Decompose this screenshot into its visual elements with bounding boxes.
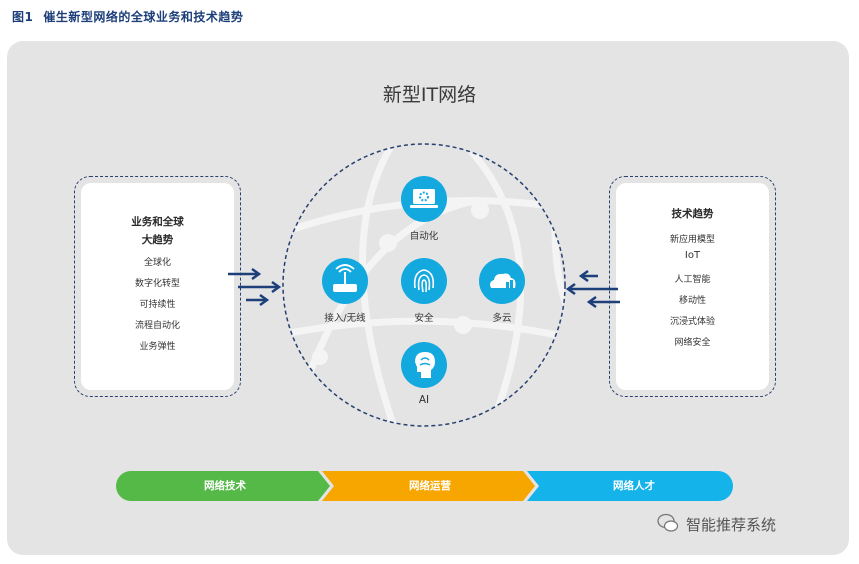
node-access: 接入/无线 [305, 258, 385, 324]
left-item: 流程自动化 [134, 321, 180, 331]
laptop-gear-icon [401, 176, 447, 222]
bar-segment-talent: 网络人才 [613, 480, 655, 492]
node-label: 安全 [414, 313, 434, 324]
fingerprint-icon [401, 258, 447, 304]
right-box-heading: 技术趋势 [671, 208, 714, 220]
left-box: 业务和全球 大趋势 全球化 数字化转型 可持续性 流程自动化 业务弹性 [81, 183, 234, 390]
left-item: 可持续性 [139, 300, 176, 310]
figure-number: 图1 [12, 10, 34, 24]
right-box: 技术趋势 新应用模型 IoT 人工智能 移动性 沉浸式体验 网络安全 [616, 183, 769, 390]
main-title: 新型IT网络 [382, 84, 477, 106]
node-label: 自动化 [409, 231, 439, 242]
brain-head-icon [401, 342, 447, 388]
right-item: 新应用模型 [669, 235, 715, 245]
node-security: 安全 [384, 258, 464, 324]
left-arrows [228, 267, 282, 307]
wifi-router-icon [322, 258, 368, 304]
left-item: 业务弹性 [139, 342, 176, 352]
right-item: 移动性 [678, 296, 706, 306]
figure-caption-text: 催生新型网络的全球业务和技术趋势 [43, 10, 244, 24]
right-box-border [609, 176, 776, 397]
right-item: 人工智能 [674, 275, 711, 285]
node-automation: 自动化 [384, 176, 464, 242]
node-multicloud: 多云 [462, 258, 542, 324]
globe-outline [282, 143, 566, 427]
bar-segment-operations: 网络运营 [409, 480, 451, 492]
left-item: 全球化 [143, 258, 171, 268]
watermark-text: 智能推荐系统 [686, 516, 777, 534]
right-item: 沉浸式体验 [669, 317, 715, 327]
figure-caption: 图1 催生新型网络的全球业务和技术趋势 [12, 8, 243, 25]
globe-junctions [312, 201, 489, 365]
node-ai: AI [384, 342, 464, 406]
left-item: 数字化转型 [134, 279, 180, 289]
right-item: 网络安全 [674, 338, 711, 348]
right-arrows [565, 269, 620, 309]
wechat-icon [657, 513, 679, 532]
bar-segment-technology: 网络技术 [204, 480, 246, 492]
left-box-heading-1: 业务和全球 [131, 216, 184, 228]
right-item: IoT [684, 250, 701, 261]
node-label: 接入/无线 [324, 313, 366, 324]
left-box-heading-2: 大趋势 [141, 234, 174, 246]
node-label: 多云 [492, 313, 512, 324]
cloud-icon [479, 258, 525, 304]
node-label: AI [418, 394, 430, 406]
